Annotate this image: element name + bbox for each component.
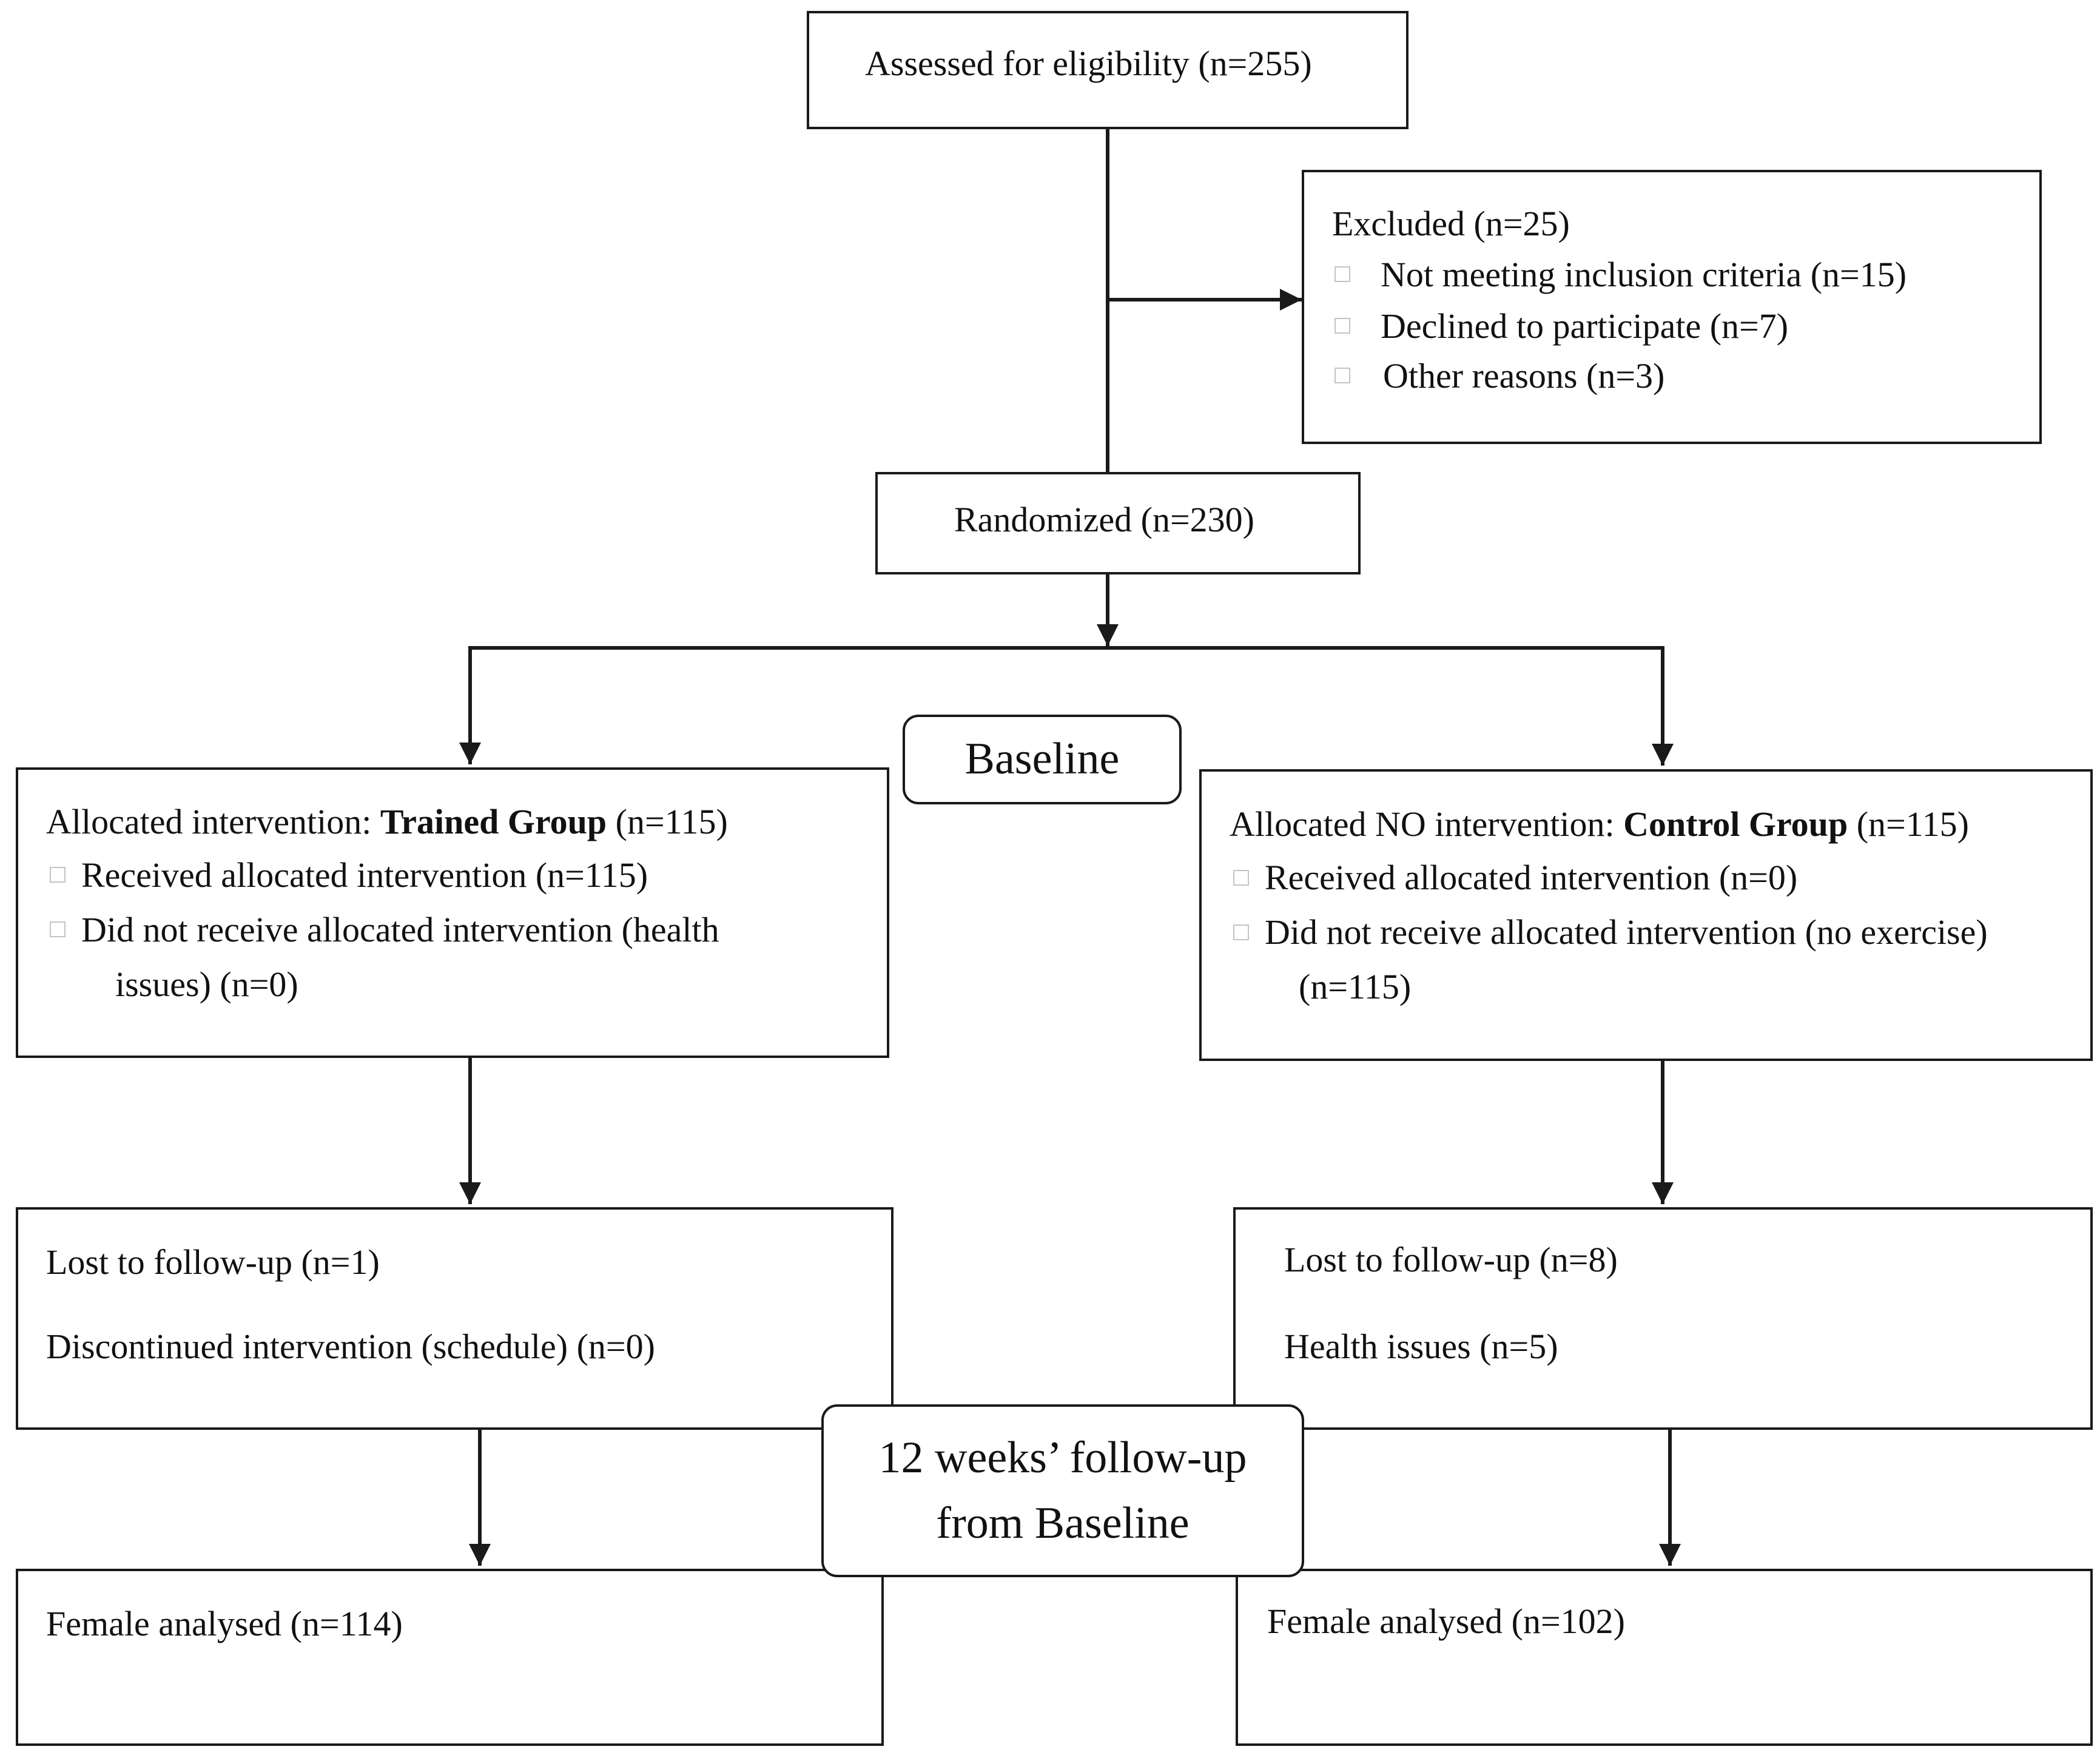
bullet-box-icon: [1334, 318, 1350, 334]
control-lost-text: Lost to follow-up (n=8): [1284, 1240, 1618, 1279]
bullet-box-icon: [50, 921, 66, 937]
bullet-box-icon: [1334, 266, 1350, 282]
connector-split-bar: [468, 646, 1664, 653]
randomized-box: Randomized (n=230): [875, 472, 1361, 574]
control-analysed-box: Female analysed (n=102): [1236, 1569, 2093, 1746]
trained-item: issues) (n=0): [115, 965, 298, 1004]
excluded-title: Excluded (n=25): [1332, 204, 1570, 243]
baseline-stage: Baseline: [903, 715, 1182, 804]
trained-group-name: Trained Group: [380, 802, 607, 841]
baseline-label: Baseline: [964, 734, 1120, 784]
control-item: Received allocated intervention (n=0): [1265, 858, 1798, 897]
bullet-box-icon: [50, 867, 66, 883]
control-item: (n=115): [1299, 967, 1412, 1006]
bullet-box-icon: [1233, 924, 1249, 940]
followup-stage: 12 weeks’ follow-up from Baseline: [821, 1404, 1304, 1577]
trained-discontinued-text: Discontinued intervention (schedule) (n=…: [46, 1327, 655, 1366]
control-health-text: Health issues (n=5): [1284, 1327, 1558, 1366]
trained-title-count: (n=115): [607, 802, 728, 841]
control-item: Did not receive allocated intervention (…: [1265, 912, 1988, 952]
trained-followup-box: Lost to follow-up (n=1) Discontinued int…: [16, 1207, 894, 1430]
control-group-name: Control Group: [1623, 804, 1848, 844]
excluded-box: Excluded (n=25) Not meeting inclusion cr…: [1302, 170, 2042, 444]
excluded-item: Not meeting inclusion criteria (n=15): [1381, 255, 1907, 294]
trained-lost-text: Lost to follow-up (n=1): [46, 1242, 380, 1282]
excluded-item: Declined to participate (n=7): [1381, 306, 1789, 346]
trained-title-prefix: Allocated intervention:: [46, 802, 380, 841]
assessed-text: Assessed for eligibility (n=255): [865, 44, 1312, 83]
trained-group-box: Allocated intervention: Trained Group (n…: [16, 767, 889, 1058]
followup-stage-line1: 12 weeks’ follow-up: [878, 1433, 1247, 1483]
control-followup-box: Lost to follow-up (n=8) Health issues (n…: [1233, 1207, 2093, 1430]
trained-item: Received allocated intervention (n=115): [81, 855, 648, 895]
trained-title: Allocated intervention: Trained Group (n…: [46, 804, 728, 840]
control-title: Allocated NO intervention: Control Group…: [1230, 807, 1969, 842]
control-title-prefix: Allocated NO intervention:: [1230, 804, 1624, 844]
followup-stage-text: 12 weeks’ follow-up from Baseline: [879, 1426, 1247, 1556]
control-analysed-text: Female analysed (n=102): [1267, 1601, 1625, 1641]
trained-analysed-box: Female analysed (n=114): [16, 1569, 884, 1746]
trained-item: Did not receive allocated intervention (…: [81, 910, 719, 949]
assessed-box: Assessed for eligibility (n=255): [807, 11, 1408, 129]
control-title-count: (n=115): [1848, 804, 1969, 844]
bullet-box-icon: [1334, 368, 1350, 383]
bullet-box-icon: [1233, 870, 1249, 886]
followup-stage-line2: from Baseline: [936, 1498, 1190, 1548]
excluded-item: Other reasons (n=3): [1383, 356, 1665, 396]
control-group-box: Allocated NO intervention: Control Group…: [1199, 769, 2093, 1061]
randomized-text: Randomized (n=230): [954, 500, 1254, 539]
trained-analysed-text: Female analysed (n=114): [46, 1604, 403, 1643]
